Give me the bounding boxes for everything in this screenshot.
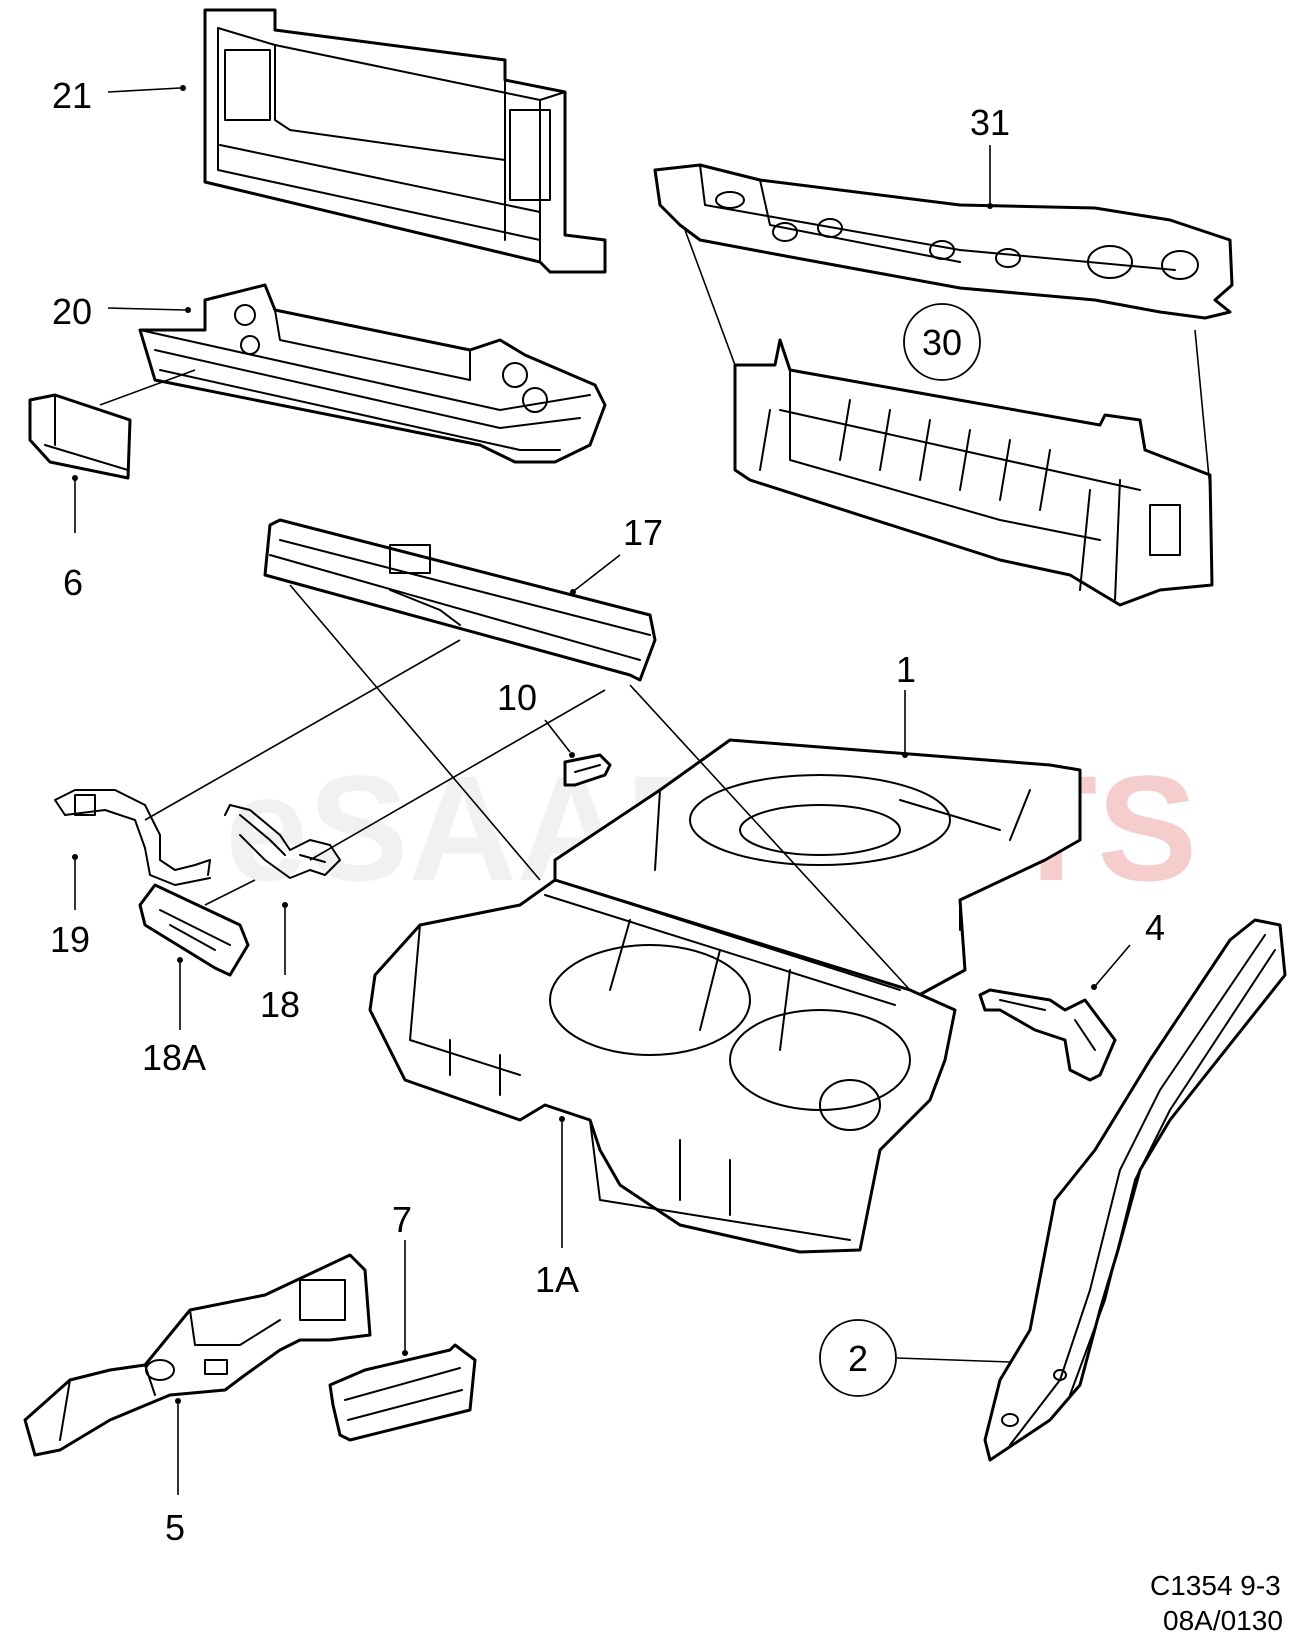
callout-10: 10 [497, 677, 537, 718]
part-6-bracket [28, 393, 132, 480]
leader-30-right [1194, 329, 1211, 489]
leader-dot-1 [902, 752, 908, 758]
leader-dot-17 [570, 589, 576, 595]
leader-dot-18 [282, 902, 288, 908]
callout-2: 2 [848, 1338, 868, 1379]
callout-18A: 18A [142, 1037, 206, 1078]
leader-10 [544, 719, 571, 753]
callout-6: 6 [63, 562, 83, 603]
leader-dot-31 [987, 203, 993, 209]
callout-31: 31 [970, 102, 1010, 143]
figure-code-line1: C1354 9-3 [1150, 1570, 1281, 1601]
part-17-cross-member [263, 518, 657, 682]
leader-dot-6 [72, 475, 78, 481]
figure-code: C1354 9-3 08A/0130 [1150, 1570, 1283, 1636]
callout-17: 17 [623, 512, 663, 553]
figure-code-line2: 08A/0130 [1163, 1605, 1283, 1636]
part-21-panel [203, 8, 607, 274]
part-31-rail [653, 163, 1234, 320]
part-5-rail [23, 1253, 372, 1457]
callouts: 21 20 6 31 30 17 1 10 19 18 18A 4 1A 7 5… [50, 75, 1165, 1548]
part-10-clip [563, 753, 612, 787]
part-30-panel [733, 338, 1214, 607]
callout-19: 19 [50, 919, 90, 960]
callout-1A: 1A [535, 1259, 579, 1300]
leader-18A-link [204, 879, 256, 906]
leader-4 [1095, 944, 1131, 986]
part-18A-bracket [138, 883, 250, 977]
part-2-side-rail [983, 918, 1287, 1462]
leader-dot-19 [72, 854, 78, 860]
leader-18-link [309, 689, 606, 861]
leader-17-right [629, 684, 911, 991]
callout-5: 5 [165, 1507, 185, 1548]
leader-dot-7 [402, 1350, 408, 1356]
callout-30: 30 [922, 322, 962, 363]
leader-21 [107, 87, 181, 93]
part-7-plate [328, 1343, 477, 1442]
leader-dot-21 [180, 85, 186, 91]
callout-4: 4 [1145, 907, 1165, 948]
leader-dot-18A [177, 957, 183, 963]
part-4-bracket [978, 988, 1117, 1082]
callout-7: 7 [392, 1199, 412, 1240]
part-1A-floor-pan [368, 878, 957, 1254]
callout-30-circle [903, 303, 981, 381]
callout-20: 20 [52, 291, 92, 332]
callout-2-circle [819, 1319, 897, 1397]
leader-6-bracket [99, 369, 196, 406]
part-19-clip [54, 789, 211, 886]
leader-30-left [684, 229, 736, 366]
leader-dot-20 [185, 307, 191, 313]
leader-20 [107, 307, 186, 311]
leader-dot-5 [175, 1398, 181, 1404]
leader-19-link [144, 639, 461, 821]
leader-lines [72, 85, 1211, 1495]
leader-17 [574, 554, 621, 591]
leader-dot-1A [559, 1116, 565, 1122]
callout-1: 1 [896, 649, 916, 690]
callout-21: 21 [52, 75, 92, 116]
leader-17-left [289, 584, 541, 881]
callout-18: 18 [260, 984, 300, 1025]
part-20-channel [138, 283, 607, 464]
leader-dot-4 [1091, 984, 1097, 990]
leader-2 [896, 1357, 1011, 1363]
leader-dot-10 [569, 752, 575, 758]
